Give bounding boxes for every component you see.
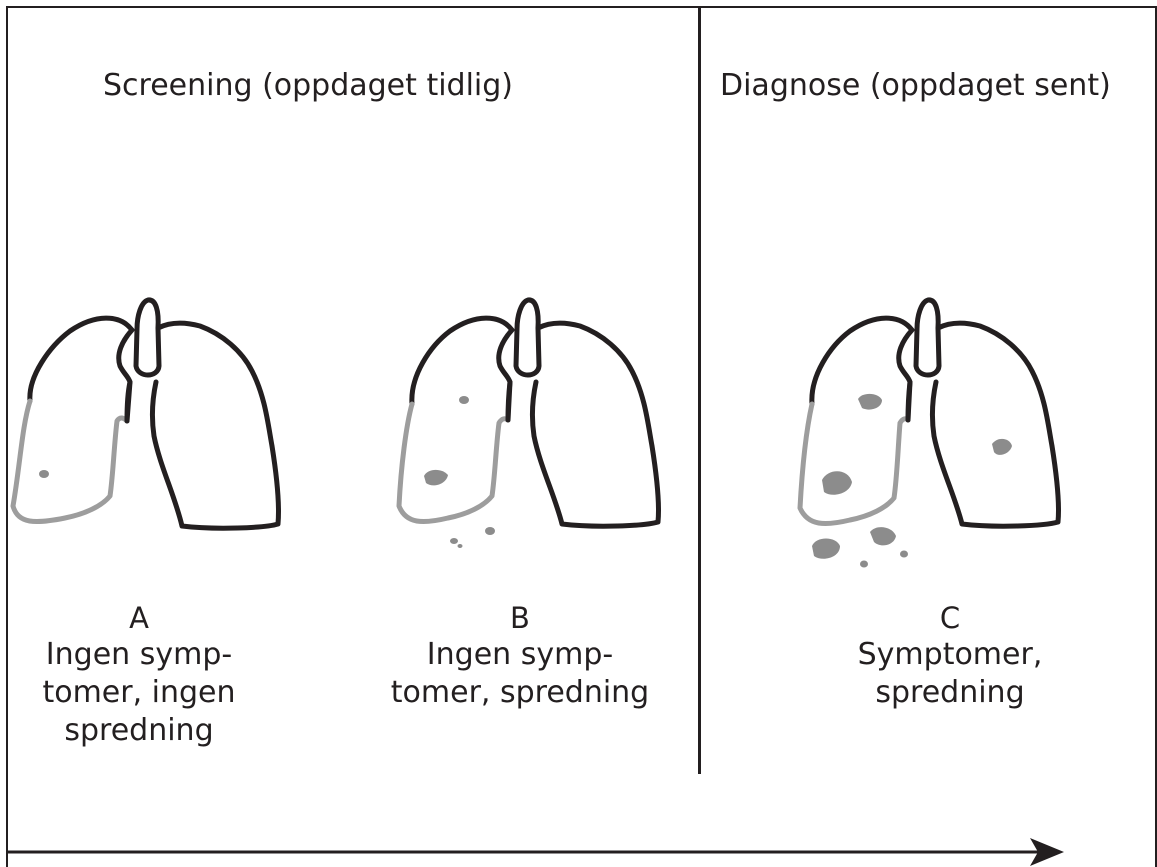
screening-heading: Screening (oppdaget tidlig) (103, 68, 513, 104)
lungs-a-icon (10, 296, 290, 556)
stage-c-label: C Symptomer, spredning (800, 600, 1100, 712)
lungs-c-icon (800, 296, 1080, 586)
stage-b-label: B Ingen symp- tomer, spredning (375, 600, 665, 712)
tumors-a (39, 470, 49, 478)
stage-c-description: Symptomer, spredning (800, 636, 1100, 712)
stage-a-label: A Ingen symp- tomer, ingen spredning (0, 600, 278, 750)
stage-c-letter: C (800, 600, 1100, 636)
stage-b-letter: B (375, 600, 665, 636)
stage-divider (698, 8, 701, 774)
stage-a-description: Ingen symp- tomer, ingen spredning (0, 636, 278, 750)
tumors-b (424, 396, 495, 548)
lungs-b-icon (398, 296, 678, 556)
tumors-c (812, 394, 1012, 568)
stage-b-description: Ingen symp- tomer, spredning (375, 636, 665, 712)
diagnose-heading: Diagnose (oppdaget sent) (720, 68, 1111, 104)
timeline-arrow-icon (0, 830, 1157, 867)
stage-a-letter: A (0, 600, 278, 636)
